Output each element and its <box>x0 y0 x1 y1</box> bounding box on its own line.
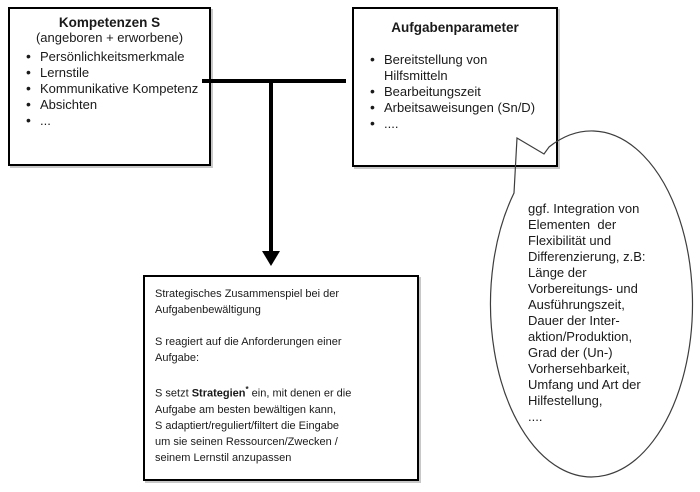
aufgabenparameter-box: Aufgabenparameter Bereitstellung von Hil… <box>352 7 558 167</box>
list-item: Lernstile <box>26 64 205 81</box>
kompetenzen-list: PersönlichkeitsmerkmaleLernstileKommunik… <box>10 48 209 129</box>
list-item: Arbeitsaweisungen (Sn/D) <box>370 99 552 116</box>
list-item: Bearbeitungszeit <box>370 83 552 100</box>
aufgabenparameter-title: Aufgabenparameter <box>391 20 519 35</box>
list-item: Kommunikative Kompetenz <box>26 80 205 97</box>
list-item: Bereitstellung von Hilfsmitteln <box>370 51 552 84</box>
strategien-footnote-marker: * <box>245 385 249 394</box>
kompetenzen-box: Kompetenzen S (angeboren + erworbene) Pe… <box>8 7 211 166</box>
strategie-text: ein, mit denen er die <box>248 387 352 400</box>
strategie-paragraph-3-lead: S setzt Strategien* ein, mit denen er di… <box>155 382 407 402</box>
aufgabenparameter-list: Bereitstellung von HilfsmittelnBearbeitu… <box>354 51 556 132</box>
strategie-paragraph-3-rest: Aufgabe am besten bewältigen kann,S adap… <box>155 403 340 464</box>
down-arrow-head <box>262 251 280 266</box>
kompetenzen-title: Kompetenzen S <box>58 15 161 30</box>
strategie-text: S setzt <box>155 387 192 400</box>
list-item: ... <box>26 112 205 129</box>
strategien-bold-term: Strategien <box>191 387 246 400</box>
kompetenzen-subtitle: (angeboren + erworbene) <box>35 30 184 45</box>
list-item: Persönlichkeitsmerkmale <box>26 48 205 65</box>
list-item: Absichten <box>26 96 205 113</box>
list-item: .... <box>370 115 552 132</box>
